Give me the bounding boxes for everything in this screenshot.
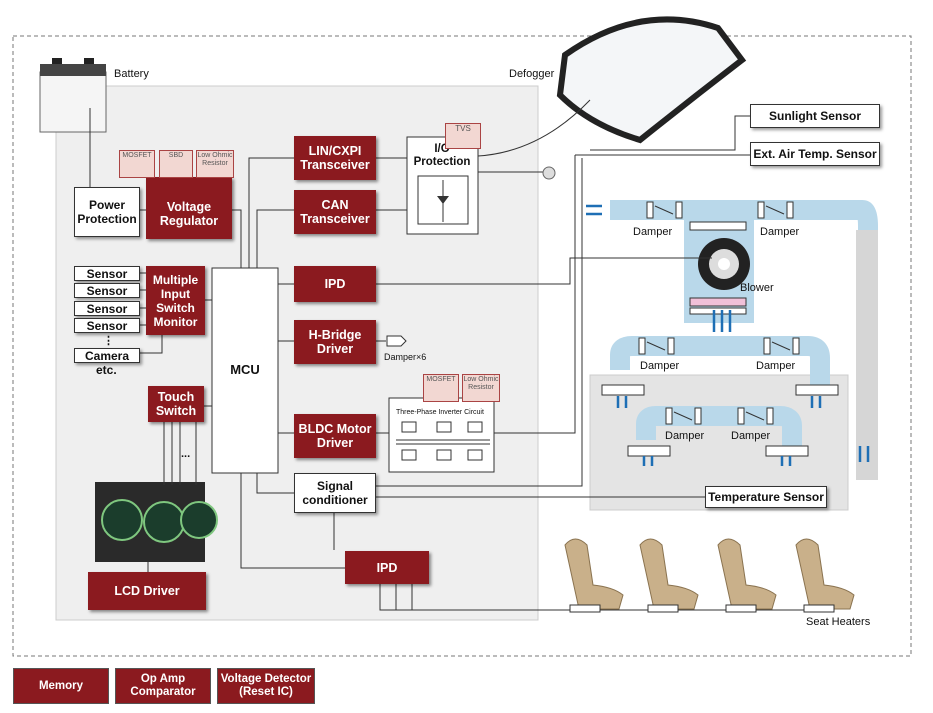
signal-conditioner: Signal conditioner	[294, 473, 376, 513]
can-transceiver: CAN Transceiver	[294, 190, 376, 234]
defogger-connector	[542, 166, 556, 180]
battery-label: Battery	[114, 68, 149, 80]
damper-x6-connector	[386, 335, 407, 347]
memory-block: Memory	[13, 668, 109, 704]
temperature-sensor: Temperature Sensor	[705, 486, 827, 508]
airflow-arrows	[586, 204, 870, 466]
mosfet-tag: MOSFET	[119, 150, 155, 178]
etc-label: etc.	[96, 363, 117, 377]
wires	[89, 99, 804, 611]
tvs-tag: TVS	[445, 123, 481, 149]
mcu-label: MCU	[230, 362, 260, 377]
sensor-4: Sensor	[74, 318, 140, 333]
damper-label-4: Damper	[756, 360, 796, 372]
battery-graphic	[39, 58, 107, 133]
sensor-3: Sensor	[74, 301, 140, 316]
lin-cxpi-transceiver: LIN/CXPI Transceiver	[294, 136, 376, 180]
lcd-driver: LCD Driver	[88, 572, 206, 610]
defogger-label: Defogger	[509, 68, 555, 80]
ipd-upper: IPD	[294, 266, 376, 302]
touch-switch: Touch Switch	[148, 386, 204, 422]
seat-heaters-label: Seat Heaters	[806, 616, 871, 628]
air-ducts	[610, 200, 878, 480]
low-ohmic-resistor-tag: Low Ohmic Resistor	[196, 150, 234, 178]
damper-x6-label: Damper×6	[384, 352, 427, 362]
seat-graphics	[564, 538, 855, 610]
power-protection: Power Protection	[74, 187, 140, 237]
h-bridge-driver: H-Bridge Driver	[294, 320, 376, 364]
damper-label-2: Damper	[760, 226, 800, 238]
damper-label-6: Damper	[731, 430, 771, 442]
touch-switch-dots: ...	[181, 448, 191, 460]
mosfet-tag-2: MOSFET	[423, 374, 459, 402]
sensor-2: Sensor	[74, 283, 140, 298]
inverter-switches	[396, 421, 490, 461]
low-ohmic-resistor-tag-2: Low Ohmic Resistor	[462, 374, 500, 402]
damper-flaps	[646, 205, 791, 421]
windshield-defogger	[556, 16, 747, 144]
op-amp-comparator-block: Op Amp Comparator	[115, 668, 211, 704]
sensor-1: Sensor	[74, 266, 140, 281]
blower-label: Blower	[740, 282, 774, 294]
three-phase-inverter-label: Three-Phase Inverter Circuit	[396, 409, 484, 416]
bldc-motor-driver: BLDC Motor Driver	[294, 414, 376, 458]
sbd-tag: SBD	[159, 150, 193, 178]
camera: Camera	[74, 348, 140, 363]
ipd-lower: IPD	[345, 551, 429, 584]
dashboard-gauges-graphic	[95, 482, 218, 562]
damper-label-1: Damper	[633, 226, 673, 238]
air-outlets	[601, 221, 839, 457]
seat-heater-pads	[569, 604, 835, 613]
outer-dashed-frame	[12, 35, 912, 657]
damper-symbols	[638, 201, 800, 425]
duct-right-gray	[856, 230, 878, 480]
sensor-ellipsis: ⋮	[103, 335, 114, 347]
damper-label-3: Damper	[640, 360, 680, 372]
sunlight-sensor: Sunlight Sensor	[750, 104, 880, 128]
voltage-detector-block: Voltage Detector (Reset IC)	[217, 668, 315, 704]
multiple-input-switch-monitor: Multiple Input Switch Monitor	[146, 266, 205, 335]
voltage-regulator: Voltage Regulator	[146, 177, 232, 239]
ext-air-temp-sensor: Ext. Air Temp. Sensor	[750, 142, 880, 166]
damper-label-5: Damper	[665, 430, 705, 442]
mcu-box	[211, 267, 279, 474]
